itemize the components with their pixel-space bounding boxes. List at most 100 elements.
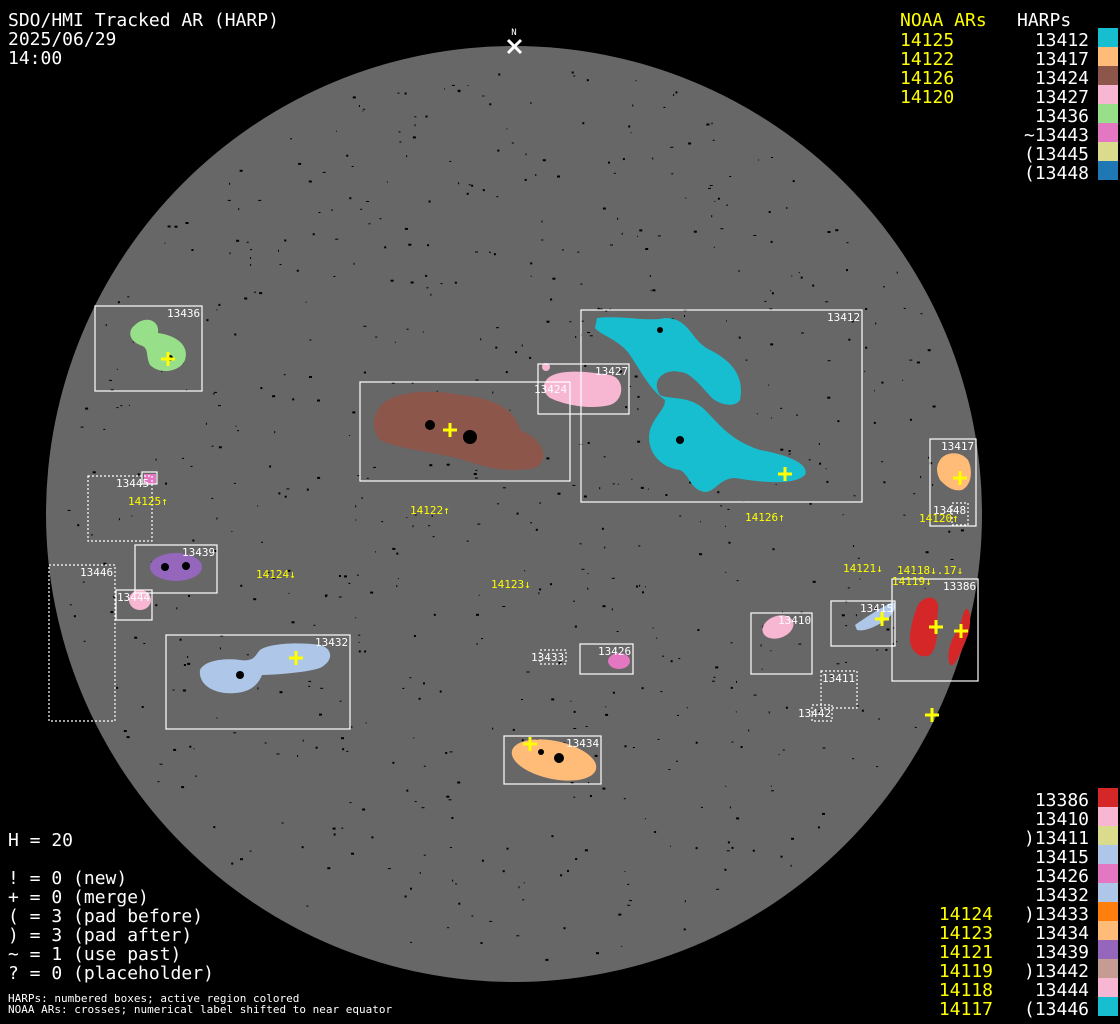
noaa-labels: 14125↑ 14122↑ 14126↑ 14120↑ 14124↓ 14123… bbox=[128, 495, 963, 591]
harp-legend-item: 13427 bbox=[1035, 87, 1089, 108]
harp-label: 13427 bbox=[595, 365, 628, 378]
harp-box-13444[interactable] bbox=[115, 589, 153, 621]
harp-box-13412[interactable] bbox=[580, 309, 863, 503]
harp-legend-item: 13426 bbox=[1035, 866, 1089, 887]
region-13439 bbox=[150, 553, 202, 581]
time: 14:00 bbox=[8, 48, 62, 69]
noaa-cross[interactable] bbox=[778, 467, 792, 481]
harp-label: 13433 bbox=[531, 651, 564, 664]
harp-label: 13444 bbox=[117, 591, 150, 604]
harp-legend-item: 13439 bbox=[1035, 942, 1089, 963]
harp-box-13439[interactable] bbox=[134, 544, 218, 594]
region-13432 bbox=[199, 643, 331, 694]
noaa-cross[interactable] bbox=[161, 352, 175, 366]
stat-line: ) = 3 (pad after) bbox=[8, 925, 192, 946]
harp-box-13436[interactable] bbox=[94, 305, 203, 392]
harp-label: 13436 bbox=[167, 307, 200, 320]
harp-legend-item: 13412 bbox=[1035, 30, 1089, 51]
region-13417 bbox=[937, 453, 971, 491]
noaa-cross[interactable] bbox=[929, 620, 943, 634]
harp-box-13411[interactable] bbox=[820, 670, 858, 709]
harp-box-13410[interactable] bbox=[750, 612, 813, 675]
active-regions bbox=[129, 317, 971, 781]
harp-label: 13417 bbox=[941, 440, 974, 453]
noaa-cross[interactable] bbox=[954, 624, 968, 638]
noaa-legend-item: 14124 bbox=[939, 904, 993, 925]
harp-label: 13432 bbox=[315, 636, 348, 649]
noaa-legend-item: 14121 bbox=[939, 942, 993, 963]
harp-label: 13411 bbox=[822, 672, 855, 685]
harp-box-13445[interactable] bbox=[87, 475, 153, 542]
harp-box-13448[interactable] bbox=[951, 502, 969, 526]
harp-box-13415[interactable] bbox=[830, 600, 896, 647]
harp-color-swatch bbox=[1098, 940, 1118, 959]
harp-box-13432[interactable] bbox=[165, 634, 351, 730]
harp-color-swatch bbox=[1098, 826, 1118, 845]
harp-legend-item: 13386 bbox=[1035, 790, 1089, 811]
harp-color-swatch bbox=[1098, 845, 1118, 864]
harp-box-13426[interactable] bbox=[579, 643, 634, 675]
harp-box-13417[interactable] bbox=[929, 438, 977, 527]
harp-box-13386[interactable] bbox=[891, 578, 979, 682]
noaa-cross[interactable] bbox=[289, 651, 303, 665]
harp-legend-item: 13410 bbox=[1035, 809, 1089, 830]
harp-box-13434[interactable] bbox=[503, 735, 602, 785]
footer-line-2: NOAA ARs: crosses; numerical label shift… bbox=[8, 1003, 392, 1016]
harp-color-swatch bbox=[1098, 997, 1118, 1016]
harp-box-13427[interactable] bbox=[537, 363, 630, 415]
harp-legend-item: ~13443 bbox=[1024, 125, 1089, 146]
stat-line: ~ = 1 (use past) bbox=[8, 944, 181, 965]
harp-color-swatch bbox=[1098, 902, 1118, 921]
date: 2025/06/29 bbox=[8, 29, 116, 50]
noaa-cross[interactable] bbox=[925, 708, 939, 722]
harp-color-swatch bbox=[1098, 807, 1118, 826]
harp-color-swatch bbox=[1098, 85, 1118, 104]
harp-legend-item: (13445 bbox=[1024, 144, 1089, 165]
harp-color-swatch bbox=[1098, 142, 1118, 161]
harp-color-swatch bbox=[1098, 66, 1118, 85]
noaa-legend-item: 14122 bbox=[900, 49, 954, 70]
north-marker: N bbox=[506, 28, 523, 55]
harp-legend-item: (13448 bbox=[1024, 163, 1089, 184]
harp-color-swatch bbox=[1098, 788, 1118, 807]
harp-label: 13386 bbox=[943, 580, 976, 593]
region-13444 bbox=[129, 590, 151, 610]
harp-box-13443[interactable] bbox=[141, 471, 158, 485]
harp-box-13446[interactable] bbox=[48, 564, 116, 722]
noaa-legend-item: 14118 bbox=[939, 980, 993, 1001]
noaa-legend-item: 14119 bbox=[939, 961, 993, 982]
harp-legend-item: 13436 bbox=[1035, 106, 1089, 127]
footer-line-1: HARPs: numbered boxes; active region col… bbox=[8, 992, 299, 1005]
noaa-label: 14123↓ bbox=[491, 578, 531, 591]
harp-box-13424[interactable] bbox=[359, 381, 571, 482]
harp-color-swatch bbox=[1098, 978, 1118, 997]
harp-label: 13434 bbox=[566, 737, 599, 750]
harp-label: 13410 bbox=[778, 614, 811, 627]
region-13424 bbox=[373, 391, 544, 470]
noaa-cross[interactable] bbox=[875, 612, 889, 626]
noaa-crosses bbox=[161, 352, 968, 751]
harp-label: 13448 bbox=[933, 504, 966, 517]
harp-color-swatch bbox=[1098, 921, 1118, 940]
noaa-cross[interactable] bbox=[443, 423, 457, 437]
harp-box-13433[interactable] bbox=[539, 649, 567, 665]
region-13386 bbox=[909, 597, 939, 657]
harp-legend-item: (13446 bbox=[1024, 999, 1089, 1020]
harp-label: 13412 bbox=[827, 311, 860, 324]
harp-box-13442[interactable] bbox=[811, 704, 833, 722]
noaa-cross[interactable] bbox=[953, 471, 967, 485]
harp-label: 13445 bbox=[116, 477, 149, 490]
stat-line: + = 0 (merge) bbox=[8, 887, 149, 908]
harp-legend-item: 13417 bbox=[1035, 49, 1089, 70]
harp-color-swatch bbox=[1098, 959, 1118, 978]
noaa-label: 14119↓ bbox=[892, 575, 932, 588]
harp-color-swatch bbox=[1098, 28, 1118, 47]
harp-legend-item: )13433 bbox=[1024, 904, 1089, 925]
noaa-label: 14126↑ bbox=[745, 511, 785, 524]
harp-legend-item: 13434 bbox=[1035, 923, 1089, 944]
harp-label: 13426 bbox=[598, 645, 631, 658]
noaa-cross[interactable] bbox=[523, 737, 537, 751]
harp-color-swatch bbox=[1098, 883, 1118, 902]
